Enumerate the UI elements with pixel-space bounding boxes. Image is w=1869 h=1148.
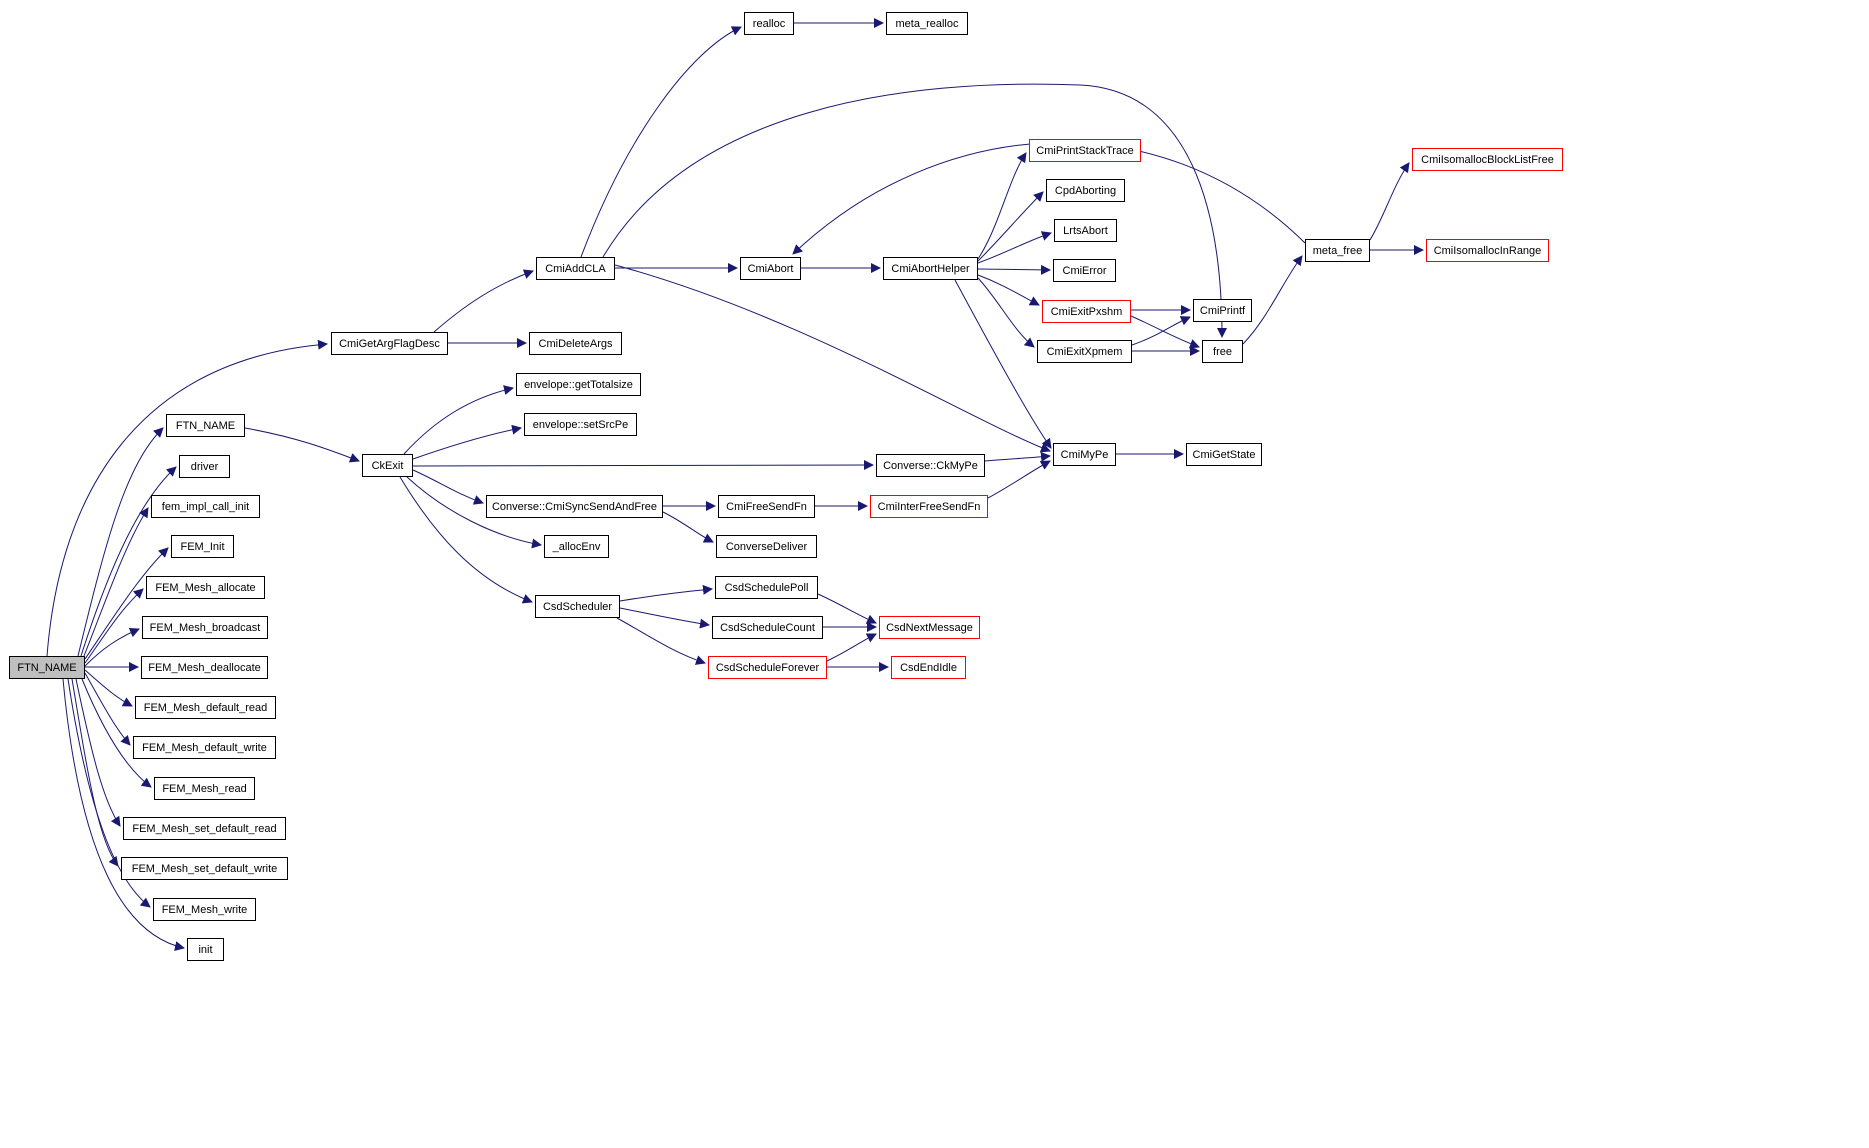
call-edge	[412, 460, 874, 471]
node-fem-init[interactable]: FEM_Init	[171, 535, 234, 558]
call-edge	[987, 460, 1051, 499]
node-ftn-name-2[interactable]: FTN_NAME	[166, 414, 245, 437]
node-fem-impl-call-init[interactable]: fem_impl_call_init	[151, 495, 260, 518]
node-cpd-aborting[interactable]: CpdAborting	[1046, 179, 1125, 202]
call-edge	[1130, 315, 1200, 349]
call-edge	[954, 279, 1052, 449]
node-fem-mesh-default-write[interactable]: FEM_Mesh_default_write	[133, 736, 276, 759]
call-edge	[84, 588, 144, 664]
node-meta-free[interactable]: meta_free	[1305, 239, 1370, 262]
call-edge	[403, 385, 514, 455]
call-edge	[412, 469, 484, 505]
node-converse-cmi-sync-send-and-free[interactable]: Converse::CmiSyncSendAndFree	[486, 495, 663, 518]
call-edge	[977, 231, 1052, 264]
call-edge	[1369, 162, 1410, 241]
node-csd-next-message[interactable]: CsdNextMessage	[879, 616, 980, 639]
node-cmi-my-pe[interactable]: CmiMyPe	[1053, 443, 1116, 466]
call-edge	[1242, 255, 1303, 345]
call-edge	[826, 633, 877, 662]
node-fem-mesh-deallocate[interactable]: FEM_Mesh_deallocate	[141, 656, 268, 679]
node-ftn-name-main[interactable]: FTN_NAME	[9, 656, 85, 679]
call-edge	[75, 678, 121, 827]
call-edge	[84, 669, 133, 707]
node-fem-mesh-write[interactable]: FEM_Mesh_write	[153, 898, 256, 921]
call-edge	[406, 476, 542, 549]
node-cmi-isomalloc-block-list-free[interactable]: CmiIsomallocBlockListFree	[1412, 148, 1563, 171]
node-cmi-inter-free-send-fn[interactable]: CmiInterFreeSendFn	[870, 495, 988, 518]
call-edge	[399, 476, 533, 604]
node-fem-mesh-read[interactable]: FEM_Mesh_read	[154, 777, 255, 800]
node-cmi-get-arg-flag-desc[interactable]: CmiGetArgFlagDesc	[331, 332, 448, 355]
node-csd-schedule-poll[interactable]: CsdSchedulePoll	[715, 576, 818, 599]
node-cmi-printf[interactable]: CmiPrintf	[1193, 299, 1252, 322]
call-edge	[244, 427, 360, 463]
node-cmi-exit-pxshm[interactable]: CmiExitPxshm	[1042, 300, 1131, 323]
call-edge	[602, 83, 1227, 338]
node-fem-mesh-set-default-write[interactable]: FEM_Mesh_set_default_write	[121, 857, 288, 880]
node-cmi-delete-args[interactable]: CmiDeleteArgs	[529, 332, 622, 355]
node-converse-ck-my-pe[interactable]: Converse::CkMyPe	[876, 454, 985, 477]
call-edge	[662, 511, 714, 543]
call-edge	[1131, 316, 1191, 346]
node-cmi-free-send-fn[interactable]: CmiFreeSendFn	[718, 495, 815, 518]
node-cmi-get-state[interactable]: CmiGetState	[1186, 443, 1262, 466]
node-cmi-abort-helper[interactable]: CmiAbortHelper	[883, 257, 978, 280]
node-init[interactable]: init	[187, 938, 224, 961]
call-edge	[619, 584, 713, 602]
node-cmi-print-stack-trace[interactable]: CmiPrintStackTrace	[1029, 139, 1141, 162]
node-cmi-add-cla[interactable]: CmiAddCLA	[536, 257, 615, 280]
node-free[interactable]: free	[1202, 340, 1243, 363]
call-edge	[817, 593, 877, 624]
node-fem-mesh-set-default-read[interactable]: FEM_Mesh_set_default_read	[123, 817, 286, 840]
node-ck-exit[interactable]: CkExit	[362, 454, 413, 477]
call-edge	[619, 607, 710, 629]
call-edge	[977, 277, 1035, 348]
node-envelope-get-totalsize[interactable]: envelope::getTotalsize	[516, 373, 641, 396]
call-edge	[984, 451, 1051, 462]
node-csd-end-idle[interactable]: CsdEndIdle	[891, 656, 966, 679]
call-edge	[977, 191, 1044, 262]
call-edge	[580, 26, 742, 258]
call-edge	[62, 678, 185, 951]
node-realloc[interactable]: realloc	[744, 12, 794, 35]
node-driver[interactable]: driver	[179, 455, 230, 478]
call-edge	[83, 507, 149, 657]
node-fem-mesh-allocate[interactable]: FEM_Mesh_allocate	[146, 576, 265, 599]
call-edge	[412, 424, 522, 460]
call-edge	[71, 678, 119, 867]
call-edge	[46, 339, 328, 657]
call-edge	[616, 617, 706, 665]
call-edge	[80, 466, 177, 657]
node-csd-schedule-forever[interactable]: CsdScheduleForever	[708, 656, 827, 679]
node-cmi-isomalloc-in-range[interactable]: CmiIsomallocInRange	[1426, 239, 1549, 262]
node-lrts-abort[interactable]: LrtsAbort	[1054, 219, 1117, 242]
node-fem-mesh-broadcast[interactable]: FEM_Mesh_broadcast	[142, 616, 268, 639]
node-alloc-env[interactable]: _allocEnv	[544, 535, 609, 558]
call-edge	[614, 264, 1051, 453]
call-edge	[977, 274, 1040, 306]
node-cmi-abort[interactable]: CmiAbort	[740, 257, 801, 280]
call-edge	[977, 264, 1051, 275]
node-csd-schedule-count[interactable]: CsdScheduleCount	[712, 616, 823, 639]
node-fem-mesh-default-read[interactable]: FEM_Mesh_default_read	[135, 696, 276, 719]
call-edge	[84, 547, 169, 660]
node-converse-deliver[interactable]: ConverseDeliver	[716, 535, 817, 558]
call-edge	[84, 627, 140, 667]
call-edge	[84, 672, 131, 746]
node-envelope-set-src-pe[interactable]: envelope::setSrcPe	[524, 413, 637, 436]
call-edge	[81, 678, 152, 788]
call-edge	[67, 678, 151, 908]
call-edge	[433, 269, 534, 333]
node-cmi-error[interactable]: CmiError	[1053, 259, 1116, 282]
node-meta-realloc[interactable]: meta_realloc	[886, 12, 968, 35]
call-edge	[77, 427, 164, 657]
node-cmi-exit-xpmem[interactable]: CmiExitXpmem	[1037, 340, 1132, 363]
call-edge	[977, 152, 1027, 260]
node-csd-scheduler[interactable]: CsdScheduler	[535, 595, 620, 618]
